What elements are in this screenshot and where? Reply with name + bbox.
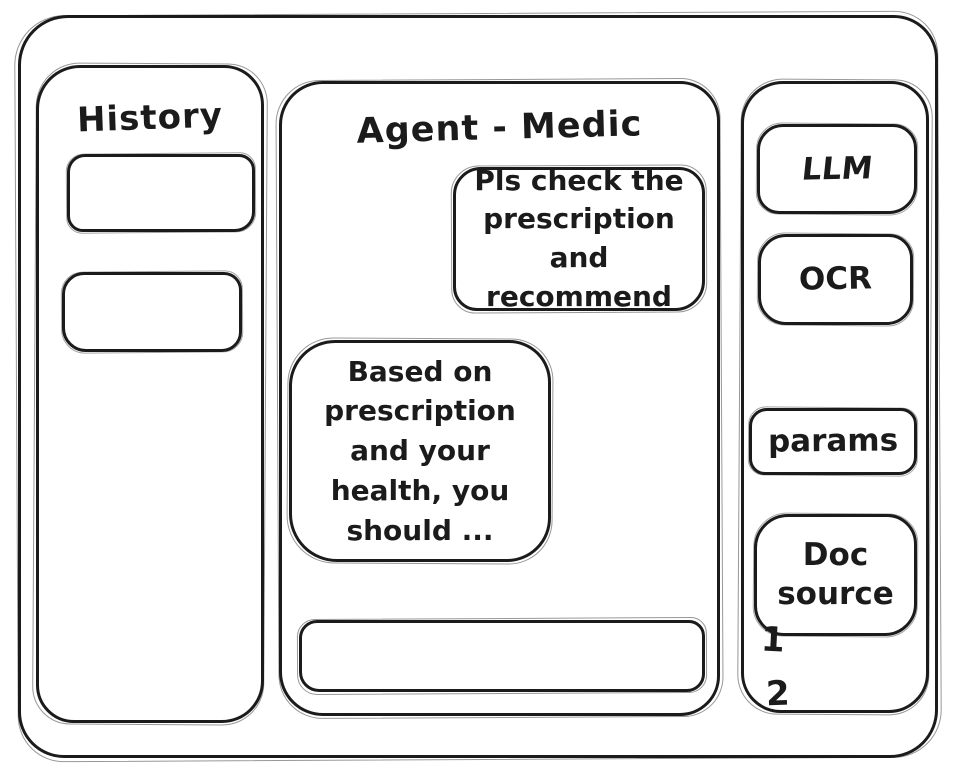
user-message-line: and recommend <box>486 241 672 313</box>
app-window: History Agent - Medic Pls check the pres… <box>18 15 938 758</box>
llm-button[interactable]: LLM <box>757 124 917 214</box>
user-message-line: prescription <box>483 202 675 236</box>
params-button[interactable]: params <box>749 408 917 475</box>
params-button-label: params <box>767 422 899 460</box>
doc-source-item-2[interactable]: 2 <box>765 673 791 715</box>
history-item[interactable] <box>62 272 242 352</box>
chat-panel: Agent - Medic Pls check the prescription… <box>279 81 720 716</box>
ocr-button-label: OCR <box>798 260 873 298</box>
user-message-line: Pls check the <box>474 163 684 197</box>
assistant-message-line: and your <box>350 434 490 468</box>
llm-button-label: LLM <box>799 150 875 188</box>
chat-input[interactable] <box>302 623 702 689</box>
history-item[interactable] <box>67 154 255 232</box>
ocr-button[interactable]: OCR <box>758 234 913 325</box>
assistant-message-bubble: Based on prescription and your health, y… <box>289 340 551 562</box>
assistant-message-line: should ... <box>346 513 494 547</box>
chat-title: Agent - Medic <box>356 104 643 152</box>
history-title: History <box>76 95 224 141</box>
assistant-message-line: health, you <box>330 473 510 507</box>
doc-source-button[interactable]: Doc source <box>754 514 917 636</box>
history-sidebar: History <box>36 65 264 723</box>
user-message-bubble: Pls check the prescription and recommend <box>453 164 705 313</box>
doc-source-button-label: Doc source <box>777 537 894 612</box>
assistant-message-line: Based on <box>347 354 493 388</box>
tools-sidebar: LLM OCR params Doc source 1 2 <box>741 81 929 715</box>
chat-input-bar[interactable] <box>299 620 705 692</box>
assistant-message-line: prescription <box>324 394 516 428</box>
doc-source-item-1[interactable]: 1 <box>759 619 786 661</box>
